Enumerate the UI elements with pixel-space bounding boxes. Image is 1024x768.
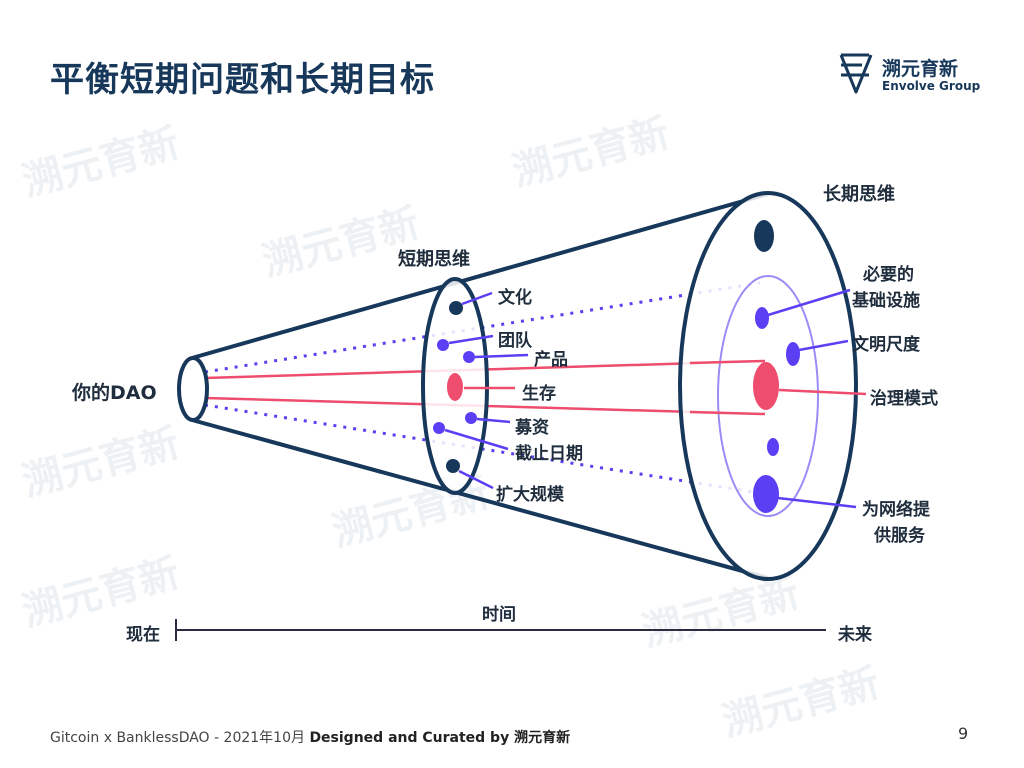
label-infrastructure-line1: 必要的 <box>863 265 914 285</box>
dot-culture <box>449 301 463 315</box>
page-number: 9 <box>958 724 969 743</box>
cone-top-edge <box>191 192 769 360</box>
pointer-line <box>767 288 851 317</box>
dot-long-top <box>754 220 774 252</box>
footer: Gitcoin x BanklessDAO - 2021年10月 Designe… <box>50 727 570 747</box>
timeline-label: 时间 <box>482 605 516 625</box>
survival-line <box>689 410 766 416</box>
dot-governance <box>753 362 779 410</box>
pointer-line <box>778 388 867 396</box>
label-survival: 生存 <box>522 384 556 404</box>
pointer-line <box>448 334 494 345</box>
dot-product <box>463 351 475 363</box>
pointer-line <box>476 417 511 424</box>
logo-name: 溯元育新 <box>882 58 959 80</box>
label-fundraising: 募资 <box>515 418 549 438</box>
page-title: 平衡短期问题和长期目标 <box>50 60 435 100</box>
label-product: 产品 <box>534 350 568 370</box>
origin-label: 你的DAO <box>72 382 157 404</box>
pointer-line <box>474 353 529 359</box>
pointer-line <box>458 469 494 490</box>
footer-bold: Designed and Curated by <box>309 730 510 746</box>
label-network-line2: 供服务 <box>874 526 925 546</box>
label-network-line1: 为网络提 <box>862 500 930 520</box>
dot-network-services <box>753 475 779 513</box>
logo-subtitle: Envolve Group <box>882 79 981 93</box>
long-term-title: 长期思维 <box>823 184 895 205</box>
envolve-logo-icon <box>839 53 873 94</box>
dot-scale <box>446 459 460 473</box>
footer-prefix: Gitcoin x BanklessDAO - 2021年10月 <box>50 730 310 746</box>
short-term-title: 短期思维 <box>398 249 470 270</box>
dot-civilization-scale <box>786 342 800 366</box>
logo: 溯元育新 Envolve Group <box>838 52 988 102</box>
label-scale: 扩大规模 <box>496 485 564 505</box>
timeline-end: 未来 <box>838 625 872 645</box>
survival-line <box>689 359 766 365</box>
cone-bottom-edge <box>191 418 769 580</box>
pointer-line <box>461 291 493 306</box>
timeline-start: 现在 <box>126 625 160 645</box>
pointer-line <box>444 428 509 451</box>
label-civilization-scale: 文明尺度 <box>852 335 920 355</box>
label-team: 团队 <box>498 331 532 351</box>
long-term-inner-ring <box>717 275 819 517</box>
footer-suffix: 溯元育新 <box>509 730 571 746</box>
label-deadline: 截止日期 <box>515 444 583 464</box>
origin-ellipse <box>177 356 209 422</box>
label-governance: 治理模式 <box>870 389 938 409</box>
dot-team <box>437 339 449 351</box>
label-infrastructure-line2: 基础设施 <box>852 291 920 311</box>
dot-survival <box>447 373 463 401</box>
dot-deadline <box>433 422 445 434</box>
label-culture: 文化 <box>498 288 532 308</box>
pointer-line <box>798 339 849 352</box>
dot-fundraising <box>465 412 477 424</box>
pointer-line <box>777 496 857 509</box>
dot-long-small <box>767 438 779 456</box>
dot-infrastructure <box>755 307 769 329</box>
